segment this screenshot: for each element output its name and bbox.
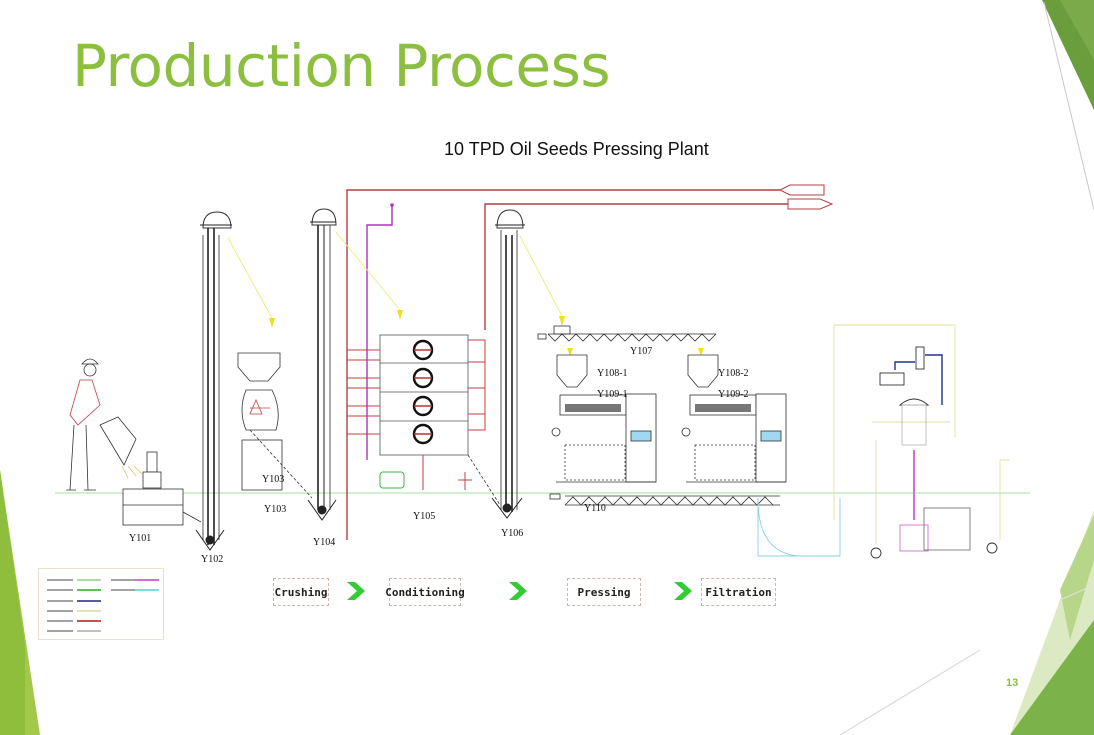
bottom-thin-line-1 [839,649,981,735]
legend-text [47,589,73,591]
legend-line [77,579,101,581]
label-y104: Y104 [313,537,335,548]
feed-spray [121,465,143,479]
label-y103a: Y103 [262,474,284,485]
bottom-thin-line-2 [1059,584,1094,601]
legend-line [77,620,101,622]
steam-return-tag [778,184,825,196]
chevron-right-icon [509,582,527,600]
label-y109-2: Y109-2 [718,389,749,400]
step-pressing: Pressing [567,578,641,606]
left-green-wedge-2 [0,470,25,735]
vent-end [390,203,394,207]
label-y109-1: Y109-1 [597,389,628,400]
step-filtration: Filtration [701,578,776,606]
diagram-legend [38,568,164,640]
legend-text [111,579,137,581]
legend-line [77,610,101,612]
motor [379,471,405,489]
label-y108-2: Y108-2 [718,368,749,379]
legend-text [47,610,73,612]
steam-supply-tag [787,198,834,210]
legend-line [77,589,101,591]
legend-text [47,579,73,581]
vapor-vent-line [366,205,393,460]
bottom-right-green-wedge [1010,620,1094,735]
elevator-y104 [307,208,337,521]
equipment-y110-conveyor [549,493,780,506]
label-y110: Y110 [584,503,606,514]
label-y105: Y105 [413,511,435,522]
equipment-oil-press-2 [681,354,787,483]
page-number: 13 [1006,677,1019,689]
legend-line [77,600,101,602]
label-y102: Y102 [201,554,223,565]
equipment-y107-conveyor [537,325,717,342]
label-y101: Y101 [129,533,151,544]
feed-chutes [227,231,704,356]
legend-text [47,600,73,602]
label-y103b: Y103 [264,504,286,515]
legend-line [135,579,159,581]
worker-figure [66,358,137,491]
legend-line [135,589,159,591]
elevator-y106 [491,209,525,519]
chevron-right-icon [674,582,692,600]
legend-line [77,630,101,632]
elevator-y102 [195,211,232,551]
equipment-y101 [122,451,202,526]
label-y106: Y106 [501,528,523,539]
slide-title: Production Process [72,32,611,100]
bottom-right-mid-wedge [1060,515,1094,640]
step-crushing: Crushing [273,578,329,606]
filtration-section [757,324,1010,559]
steam-return-line [346,189,780,540]
label-y108-1: Y108-1 [597,368,628,379]
diagram-title: 10 TPD Oil Seeds Pressing Plant [444,139,709,159]
chevron-right-icon [347,582,365,600]
legend-text [111,589,137,591]
legend-text [47,630,73,632]
label-y107: Y107 [630,346,652,357]
equipment-oil-press-1 [551,354,657,483]
legend-text [47,620,73,622]
equipment-y103-crusher [237,352,313,499]
top-right-green-wedge-2 [1060,0,1094,60]
equipment-y105-conditioner [347,334,501,506]
step-conditioning: Conditioning [385,578,465,606]
top-right-thin-line [1043,1,1094,211]
steam-supply-line [484,203,820,330]
